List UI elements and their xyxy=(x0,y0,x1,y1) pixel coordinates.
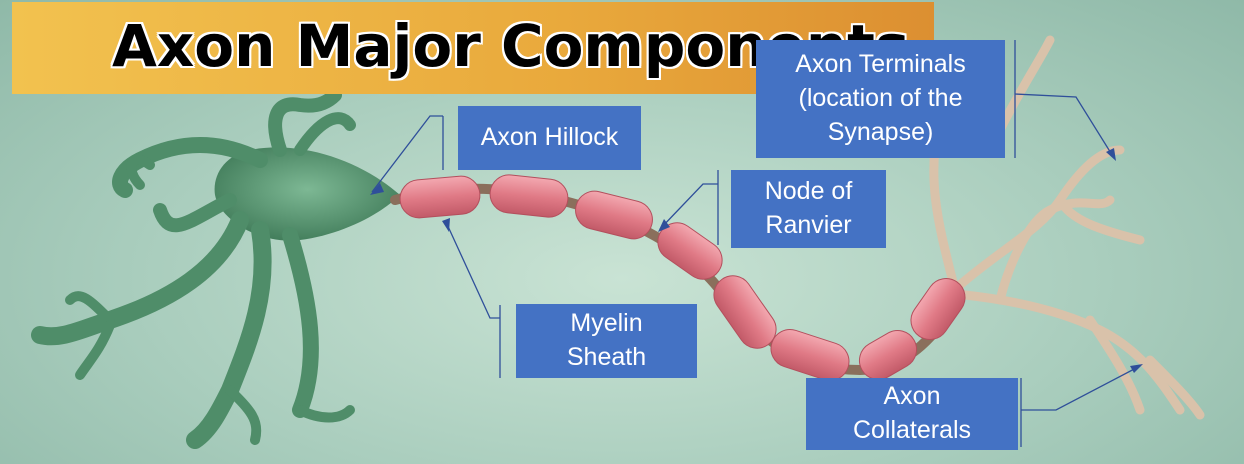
node-of-ranvier-line2: Ranvier xyxy=(765,211,852,239)
node-of-ranvier-line1: Node of xyxy=(764,177,853,206)
axon-collaterals-line2: Collaterals xyxy=(852,416,972,444)
myelin-sheath-label: Myelin Sheath xyxy=(516,304,697,378)
axon-hillock-label: Axon Hillock xyxy=(458,106,641,170)
axon-terminals-line1: Axon Terminals xyxy=(795,50,966,79)
axon-collaterals-label: Axon Collaterals xyxy=(806,378,1018,450)
arrow-heads xyxy=(370,148,1143,373)
myelin-sheath-line1: Myelin xyxy=(570,309,643,338)
axon-terminals-line2: (location of the xyxy=(798,84,963,113)
axon-terminals-line3: Synapse) xyxy=(827,117,934,146)
axon-hillock-text: Axon Hillock xyxy=(480,123,619,152)
leader-lines xyxy=(371,40,1141,447)
axon-collaterals-line1: Axon xyxy=(883,382,941,411)
myelin-segments xyxy=(399,174,966,381)
node-of-ranvier-label: Node of Ranvier xyxy=(731,170,886,248)
neuron-soma xyxy=(31,88,400,449)
axon-terminals-label: Axon Terminals (location of the Synapse) xyxy=(756,40,1005,158)
myelin-sheath-line2: Sheath xyxy=(566,343,647,371)
